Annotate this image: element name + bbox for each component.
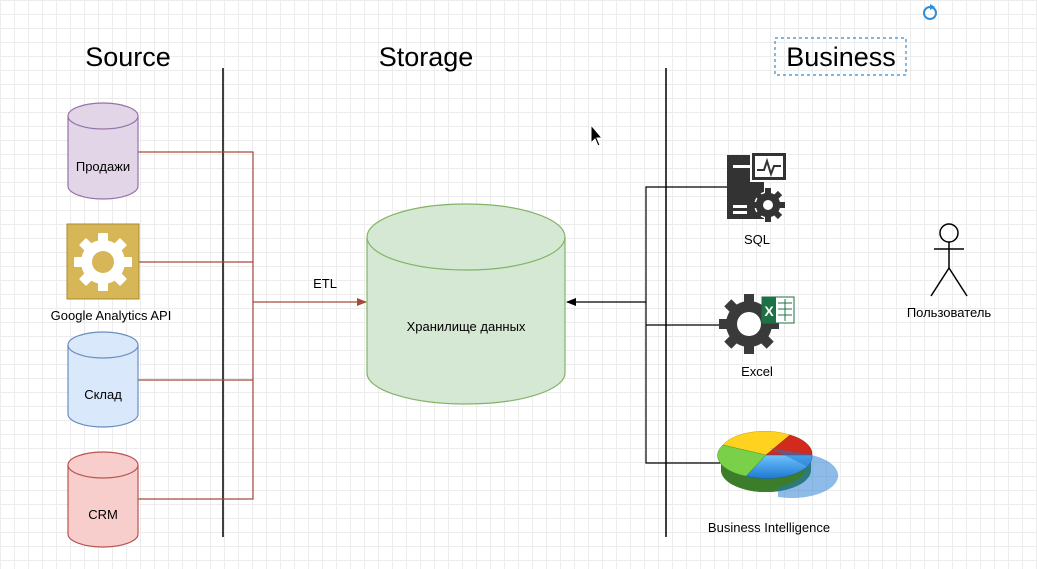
mouse-cursor — [590, 123, 604, 147]
source-warehouse-label: Склад — [84, 387, 122, 402]
etl-label: ETL — [313, 276, 337, 291]
consumer-bi-label: Business Intelligence — [708, 520, 830, 535]
stick-figure-icon — [930, 223, 968, 297]
storage-header: Storage — [379, 42, 474, 72]
business-connectors[interactable] — [566, 186, 728, 464]
source-sales-label: Продажи — [76, 159, 130, 174]
source-sales-cylinder[interactable]: Продажи — [67, 102, 139, 200]
consumer-sql-label: SQL — [744, 232, 770, 247]
svg-text:X: X — [764, 303, 774, 319]
business-header[interactable]: Business — [786, 42, 896, 72]
gear-icon — [74, 233, 132, 291]
source-header: Source — [85, 42, 171, 72]
storage-warehouse-cylinder[interactable]: Хранилище данных — [366, 203, 566, 405]
actor-user[interactable]: Пользователь — [907, 223, 992, 320]
server-gear-icon — [727, 151, 788, 222]
consumer-excel-label: Excel — [741, 364, 773, 379]
source-crm-label: CRM — [88, 507, 118, 522]
consumer-bi[interactable]: Business Intelligence — [708, 430, 839, 535]
refresh-icon[interactable] — [923, 4, 937, 20]
excel-gear-icon: X — [719, 294, 795, 354]
consumer-sql[interactable]: SQL — [727, 151, 788, 247]
etl-connectors[interactable] — [138, 151, 367, 500]
consumer-excel[interactable]: X Excel — [719, 294, 795, 379]
storage-label: Хранилище данных — [407, 319, 526, 334]
pie-chart-icon — [717, 430, 839, 499]
source-google-analytics[interactable]: Google Analytics API — [51, 223, 172, 323]
actor-user-label: Пользователь — [907, 305, 992, 320]
source-crm-cylinder[interactable]: CRM — [67, 451, 139, 548]
source-google-analytics-label: Google Analytics API — [51, 308, 172, 323]
source-warehouse-cylinder[interactable]: Склад — [67, 331, 139, 428]
